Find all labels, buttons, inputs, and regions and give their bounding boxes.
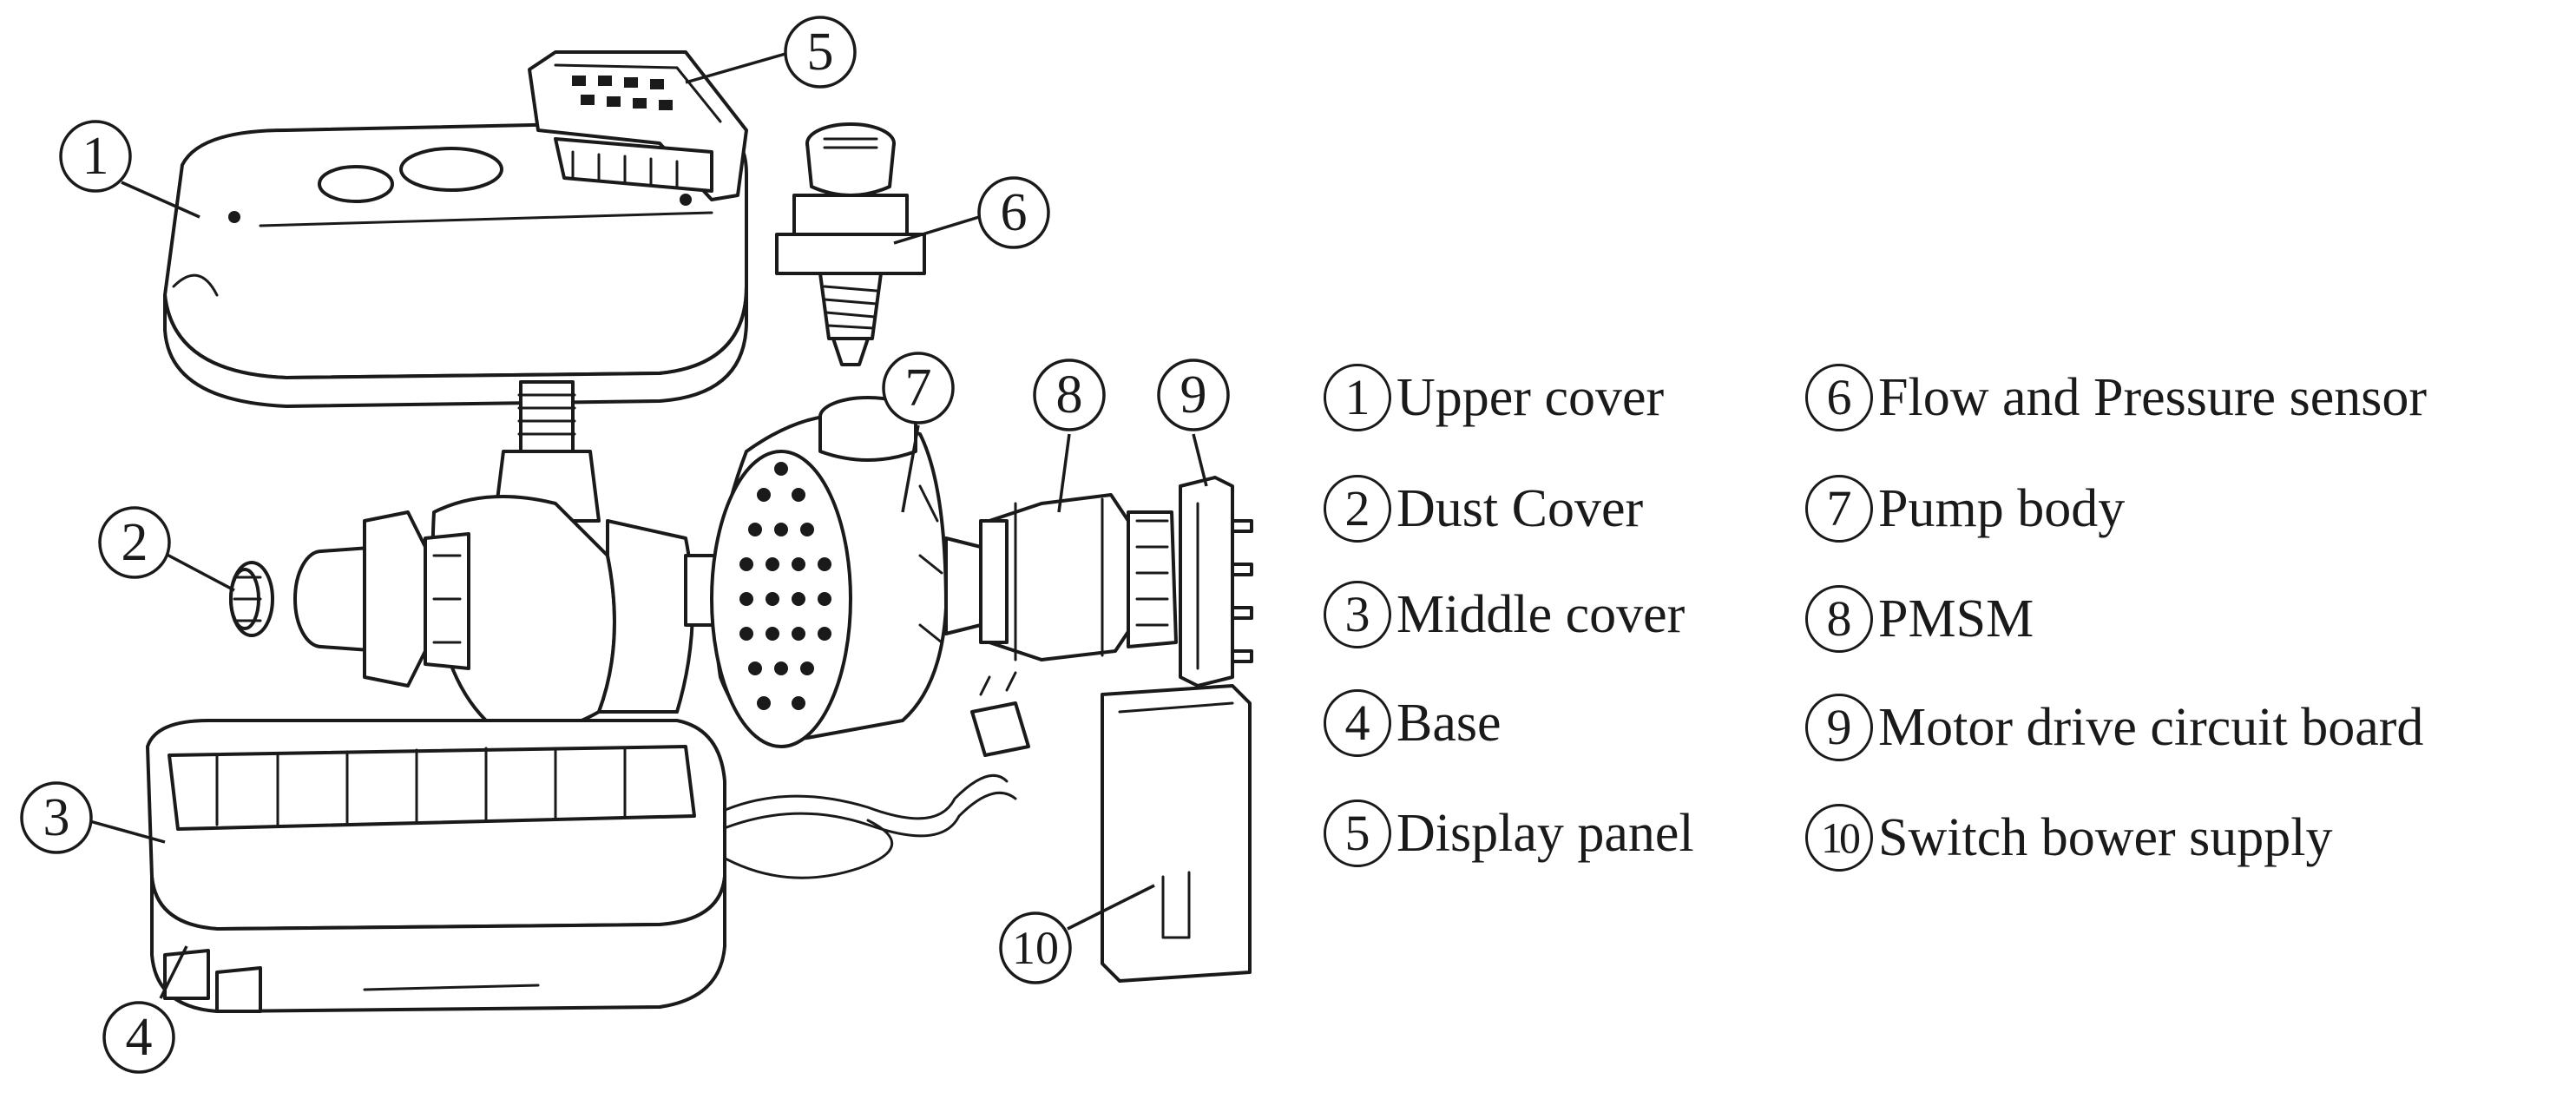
svg-text:2: 2 <box>122 513 148 572</box>
legend-number: 8 <box>1805 585 1873 653</box>
legend-number: 4 <box>1324 689 1391 757</box>
callout-6: 6 <box>977 176 1050 249</box>
legend-label: Switch bower supply <box>1878 807 2333 867</box>
legend-label: PMSM <box>1878 589 2034 648</box>
power-cable-drawing <box>710 671 1030 879</box>
callout-3: 3 <box>20 781 93 854</box>
svg-text:1: 1 <box>82 127 109 186</box>
callout-1: 1 <box>59 120 132 193</box>
svg-text:4: 4 <box>126 1008 153 1067</box>
legend-number: 10 <box>1805 804 1873 872</box>
legend-label: Pump body <box>1878 478 2126 538</box>
svg-text:8: 8 <box>1056 365 1083 424</box>
svg-text:3: 3 <box>43 788 70 847</box>
legend-item-motor-drive-board: 9 Motor drive circuit board <box>1805 684 2423 771</box>
middle-cover-drawing <box>146 719 726 931</box>
inlet-coupling-drawing <box>293 510 470 688</box>
callout-4: 4 <box>102 1001 175 1074</box>
flow-pressure-sensor-drawing <box>775 122 926 366</box>
callout-2: 2 <box>98 506 171 579</box>
callout-8: 8 <box>1033 359 1106 431</box>
legend-label: Middle cover <box>1396 584 1686 644</box>
pmsm-drawing <box>979 493 1178 661</box>
legend-item-middle-cover: 3 Middle cover <box>1324 571 1685 658</box>
legend-label: Upper cover <box>1396 367 1665 427</box>
svg-text:9: 9 <box>1180 365 1207 424</box>
switch-power-supply-drawing <box>1101 684 1252 983</box>
legend-item-upper-cover: 1 Upper cover <box>1324 354 1664 441</box>
legend-item-flow-pressure-sensor: 6 Flow and Pressure sensor <box>1805 354 2427 441</box>
svg-text:5: 5 <box>807 23 834 82</box>
legend-item-pump-body: 7 Pump body <box>1805 465 2125 552</box>
legend-number: 2 <box>1324 475 1391 543</box>
svg-text:10: 10 <box>1012 922 1059 974</box>
legend-label: Display panel <box>1396 803 1694 863</box>
legend-number: 1 <box>1324 364 1391 431</box>
legend-number: 3 <box>1324 581 1391 648</box>
legend-number: 9 <box>1805 694 1873 761</box>
svg-text:7: 7 <box>905 359 932 418</box>
dust-cover-drawing <box>229 561 274 637</box>
callout-7: 7 <box>882 352 955 424</box>
upper-cover-drawing <box>163 120 748 408</box>
legend-item-dust-cover: 2 Dust Cover <box>1324 465 1643 552</box>
legend-item-switch-power-supply: 10 Switch bower supply <box>1805 794 2333 881</box>
callout-5: 5 <box>784 16 857 89</box>
legend-label: Dust Cover <box>1396 478 1644 538</box>
callout-10: 10 <box>999 911 1072 984</box>
svg-text:6: 6 <box>1001 183 1028 242</box>
legend-item-base: 4 Base <box>1324 680 1502 767</box>
base-drawing <box>150 875 726 1013</box>
legend-number: 7 <box>1805 475 1873 543</box>
legend-label: Base <box>1396 693 1502 753</box>
callout-9: 9 <box>1157 359 1230 431</box>
legend-label: Flow and Pressure sensor <box>1878 367 2427 427</box>
circuit-board-drawing <box>1179 476 1253 688</box>
leader-lines <box>86 52 1208 999</box>
parts-legend: 1 Upper cover 2 Dust Cover 3 Middle cove… <box>1324 354 2556 910</box>
display-panel-drawing <box>528 50 748 201</box>
legend-label: Motor drive circuit board <box>1878 697 2424 757</box>
pump-body-drawing <box>430 380 982 748</box>
legend-item-display-panel: 5 Display panel <box>1324 790 1694 877</box>
legend-item-pmsm: 8 PMSM <box>1805 576 2034 662</box>
legend-number: 5 <box>1324 800 1391 867</box>
legend-number: 6 <box>1805 364 1873 431</box>
